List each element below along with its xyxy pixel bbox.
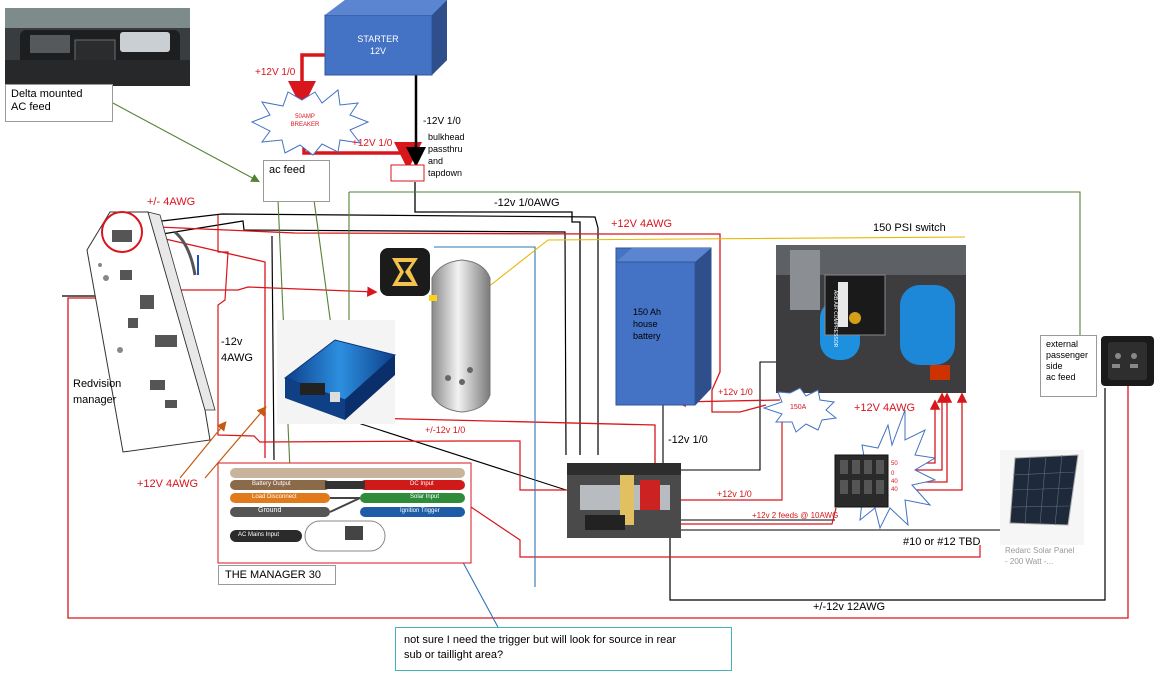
breaker-50amp: 50AMP BREAKER bbox=[250, 89, 370, 156]
wire-two-feeds bbox=[680, 507, 837, 525]
label-pos-4awg-right: +12V 4AWG bbox=[854, 402, 916, 414]
house-battery bbox=[615, 247, 712, 406]
label-two-feeds: +12v 2 feeds @ 10AWG bbox=[752, 511, 839, 520]
svg-text:BREAKER: BREAKER bbox=[291, 122, 320, 128]
wire-pos-4awg-top bbox=[134, 225, 767, 413]
bulkhead-passthru bbox=[390, 164, 425, 182]
switch-panel-label-3: 40 bbox=[891, 479, 898, 485]
m30-load-disconnect: Load Disconnect bbox=[252, 494, 297, 500]
label-starter-breaker: +12V 1/0 bbox=[255, 67, 296, 78]
label-inverter: +/-12v 1/0 bbox=[425, 425, 466, 435]
air-tank bbox=[429, 259, 491, 413]
switch-panel-label-2: 0 bbox=[891, 471, 895, 477]
m30-dc-input: DC Input bbox=[410, 481, 434, 487]
label-bus-pos: +12v 1/0 bbox=[717, 489, 752, 499]
label-pm12awg: +/-12v 12AWG bbox=[813, 601, 886, 613]
wire-size-note: #10 or #12 TBD bbox=[903, 536, 981, 548]
redvision-label: Redvision manager bbox=[73, 378, 122, 406]
manager-30-panel bbox=[217, 462, 472, 564]
m30-battery-output: Battery Output bbox=[252, 481, 291, 487]
bus-bar bbox=[567, 463, 681, 538]
label-neg-4awg: -12v 4AWG bbox=[221, 336, 253, 364]
label-pm4awg: +/- 4AWG bbox=[147, 196, 196, 208]
arb-logo-icon bbox=[380, 248, 430, 296]
external-feed-box: external passenger side ac feed bbox=[1040, 335, 1097, 397]
label-breaker-bulkhead: +12V 1/0 bbox=[352, 138, 393, 149]
redvision-manager bbox=[86, 211, 216, 453]
compressor-brand: ARB AIR COMPRESSOR bbox=[832, 290, 838, 348]
fuse-150a bbox=[762, 387, 838, 433]
switch-panel bbox=[834, 454, 889, 508]
solar-caption: Redarc Solar Panel - 200 Watt -... bbox=[1005, 546, 1075, 566]
psi-switch-label: 150 PSI switch bbox=[873, 222, 946, 234]
delta-ac-feed-label: Delta mounted AC feed bbox=[5, 84, 113, 122]
label-neg-1-0awg: -12v 1/0AWG bbox=[494, 197, 560, 209]
wire-neg-main bbox=[135, 213, 599, 455]
label-pos-4awg-left: +12V 4AWG bbox=[137, 478, 199, 490]
starter-label: STARTER bbox=[357, 34, 399, 44]
switch-panel-label-4: 40 bbox=[891, 487, 898, 493]
label-pos-4awg-top: +12V 4AWG bbox=[611, 218, 673, 230]
switch-panel-label-1: 50 bbox=[891, 461, 898, 467]
m30-ignition-trigger: Ignition Trigger bbox=[400, 508, 440, 514]
redvision-highlight bbox=[101, 211, 143, 253]
label-bus-neg: -12v 1/0 bbox=[668, 434, 708, 446]
ac-feed-box: ac feed bbox=[263, 160, 330, 202]
label-battery-pos: +12v 1/0 bbox=[718, 387, 753, 397]
bulkhead-label: bulkhead passthru and tapdown bbox=[428, 132, 465, 178]
label-neg-bulkhead: -12V 1/0 bbox=[423, 116, 461, 127]
m30-ac-mains-input: AC Mains Input bbox=[238, 532, 280, 538]
m30-solar-input: Solar Input bbox=[410, 494, 440, 500]
trigger-note: not sure I need the trigger but will loo… bbox=[395, 627, 732, 671]
fuse-150a-label: 150A bbox=[790, 404, 807, 411]
external-ac-socket bbox=[1101, 336, 1154, 386]
wire-delta-ac bbox=[84, 87, 260, 183]
wire-inverter-bus bbox=[354, 421, 567, 491]
battery-label: 150 Ah house battery bbox=[633, 307, 662, 341]
solar-panel bbox=[1000, 450, 1084, 545]
air-compressor bbox=[776, 245, 966, 393]
svg-text:12V: 12V bbox=[370, 46, 386, 56]
starter-box: STARTER 12V bbox=[324, 0, 447, 76]
svg-text:50AMP: 50AMP bbox=[295, 114, 315, 120]
m30-ground: Ground bbox=[258, 507, 282, 514]
manager-30-caption: THE MANAGER 30 bbox=[218, 565, 336, 585]
truck-photo bbox=[5, 8, 190, 86]
inverter bbox=[277, 320, 397, 424]
